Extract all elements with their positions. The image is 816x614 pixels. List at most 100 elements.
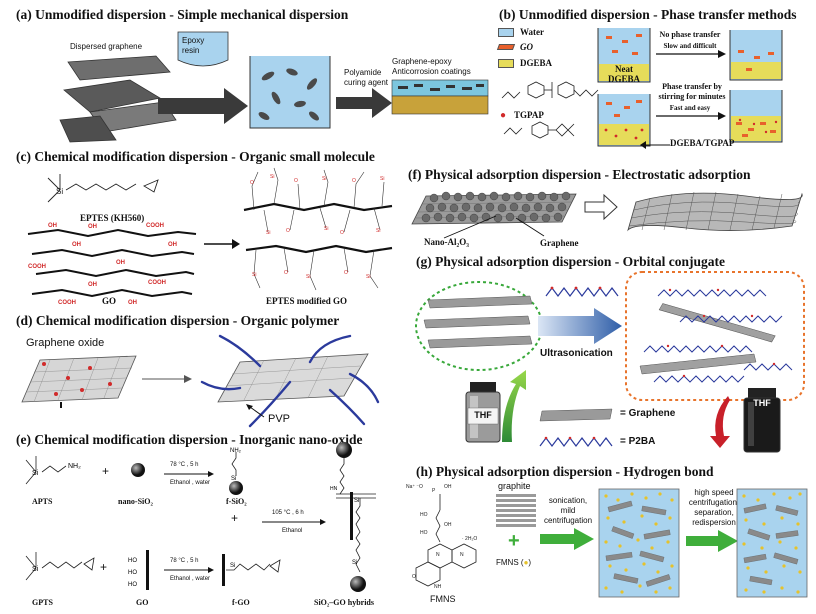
arrow-h1 — [540, 528, 594, 550]
plus-1: + — [102, 464, 110, 478]
svg-text:O: O — [412, 574, 416, 580]
dispersion-box-1 — [598, 488, 680, 598]
legend-water: Water — [498, 27, 544, 37]
svg-text:OH: OH — [116, 260, 125, 266]
label-step2-4: redispersion — [692, 518, 736, 527]
go-sheet-d — [21, 355, 137, 408]
swatch-water — [498, 27, 514, 37]
arrow-g-blue — [538, 308, 622, 344]
label-phase-transfer-2: stirring for minutes — [658, 92, 726, 101]
svg-text:O: O — [250, 180, 254, 186]
panel-c-title: (c) Chemical modification dispersion - O… — [16, 149, 375, 164]
label-step2-2: centrifugation, — [688, 498, 740, 507]
label-hybrid: SiO₂–GO hybrids — [314, 598, 374, 607]
panel-g-title: (g) Physical adsorption dispersion - Orb… — [416, 254, 726, 269]
cond1-solvent: Ethanol , water — [170, 480, 211, 486]
svg-text:OH: OH — [48, 223, 57, 229]
label-go-e: GO — [136, 598, 149, 607]
svg-text:OH: OH — [444, 522, 452, 528]
beaker-mix — [597, 94, 651, 147]
label-fast: Fast and easy — [669, 104, 711, 112]
svg-text:Si: Si — [306, 274, 310, 280]
label-ultrasonication: Ultrasonication — [540, 348, 613, 359]
go-pvp — [200, 334, 380, 428]
arrow-b2 — [656, 112, 726, 120]
svg-text:O: O — [294, 178, 298, 184]
cond2-solvent: Ethanol — [282, 528, 303, 534]
epoxy-beaker — [177, 31, 229, 67]
svg-text:OH: OH — [128, 300, 137, 306]
label-go: GO — [102, 296, 117, 306]
graphite-stack — [496, 494, 536, 527]
label-step1-2: mild — [560, 506, 576, 515]
svg-text:Si: Si — [252, 272, 256, 278]
svg-text:O: O — [340, 230, 344, 236]
label-pvp: PVP — [268, 413, 291, 425]
label-thf-right: THF — [753, 398, 771, 408]
label-phase-transfer-1: Phase transfer by — [662, 82, 722, 91]
svg-text:N: N — [436, 552, 440, 558]
arrow-to-mix-label — [640, 141, 670, 149]
svg-text:N: N — [460, 552, 464, 558]
svg-text:COOH: COOH — [28, 264, 46, 270]
label-eq-p2ba: = P2BA — [620, 436, 656, 447]
label-curing-agent: curing agent — [344, 78, 389, 87]
cond3-solvent: Ethanol , water — [170, 576, 211, 582]
arrow-f-hollow — [584, 193, 618, 221]
label-neat: Neat — [615, 64, 633, 74]
plus-3: + — [100, 560, 108, 574]
nano-sio2-ball — [131, 463, 145, 477]
plus-green: + — [508, 530, 520, 552]
label-graphene-oxide: Graphene oxide — [26, 337, 105, 349]
label-epoxy-resin: Epoxy resin — [182, 36, 205, 55]
arrow-d — [142, 375, 192, 383]
svg-text:Si: Si — [32, 470, 39, 477]
svg-text:Si: Si — [380, 176, 384, 182]
arrow-a2 — [336, 88, 392, 118]
arrow-h2 — [686, 530, 738, 552]
label-graphene-f: Graphene — [540, 238, 579, 248]
cond1-temp: 78 °C , 5 h — [170, 462, 199, 468]
arrow-red-down — [710, 396, 730, 448]
plus-2: + — [231, 511, 239, 525]
orange-dashed-box — [625, 271, 805, 401]
label-f-sio2: f-SiO₂ — [226, 497, 247, 506]
arrow-green-up — [502, 370, 526, 442]
arrow-pvp — [246, 404, 265, 418]
svg-text:HO: HO — [420, 530, 428, 536]
label-slow: Slow and difficult — [663, 42, 717, 50]
dispersion-box-2 — [736, 488, 808, 598]
svg-text:Si: Si — [230, 563, 235, 569]
label-dgeba-tgpap: DGEBA/TGPAP — [670, 138, 735, 148]
label-anticorrosion: Anticorrosion coatings — [392, 67, 471, 76]
svg-text:Si: Si — [231, 476, 236, 482]
svg-text:Si: Si — [354, 498, 359, 504]
svg-text:Si: Si — [366, 274, 370, 280]
svg-text:OH: OH — [88, 224, 97, 230]
dgeba-structure — [501, 81, 599, 99]
label-eq-graphene: = Graphene — [620, 408, 676, 419]
arrow-e2 — [262, 519, 326, 525]
beaker-neat-dgeba — [597, 28, 651, 83]
svg-text:OH: OH — [72, 242, 81, 248]
beaker-result-fast — [729, 90, 783, 143]
arrow-e1 — [164, 471, 214, 477]
vial-left — [465, 382, 501, 443]
label-tgpap: TGPAP — [514, 110, 544, 120]
svg-text:Si: Si — [322, 176, 326, 182]
svg-text:HO: HO — [420, 512, 428, 518]
label-polyamide: Polyamide — [344, 68, 382, 77]
label-thf-left: THF — [474, 410, 492, 420]
eptes-structure: Si — [47, 174, 159, 203]
coating-layers — [391, 79, 489, 115]
pointer-graphene — [515, 217, 545, 237]
svg-text:OH: OH — [168, 242, 177, 248]
cond3-temp: 78 °C , 5 h — [170, 558, 199, 564]
label-step2-3: separation, — [694, 508, 734, 517]
